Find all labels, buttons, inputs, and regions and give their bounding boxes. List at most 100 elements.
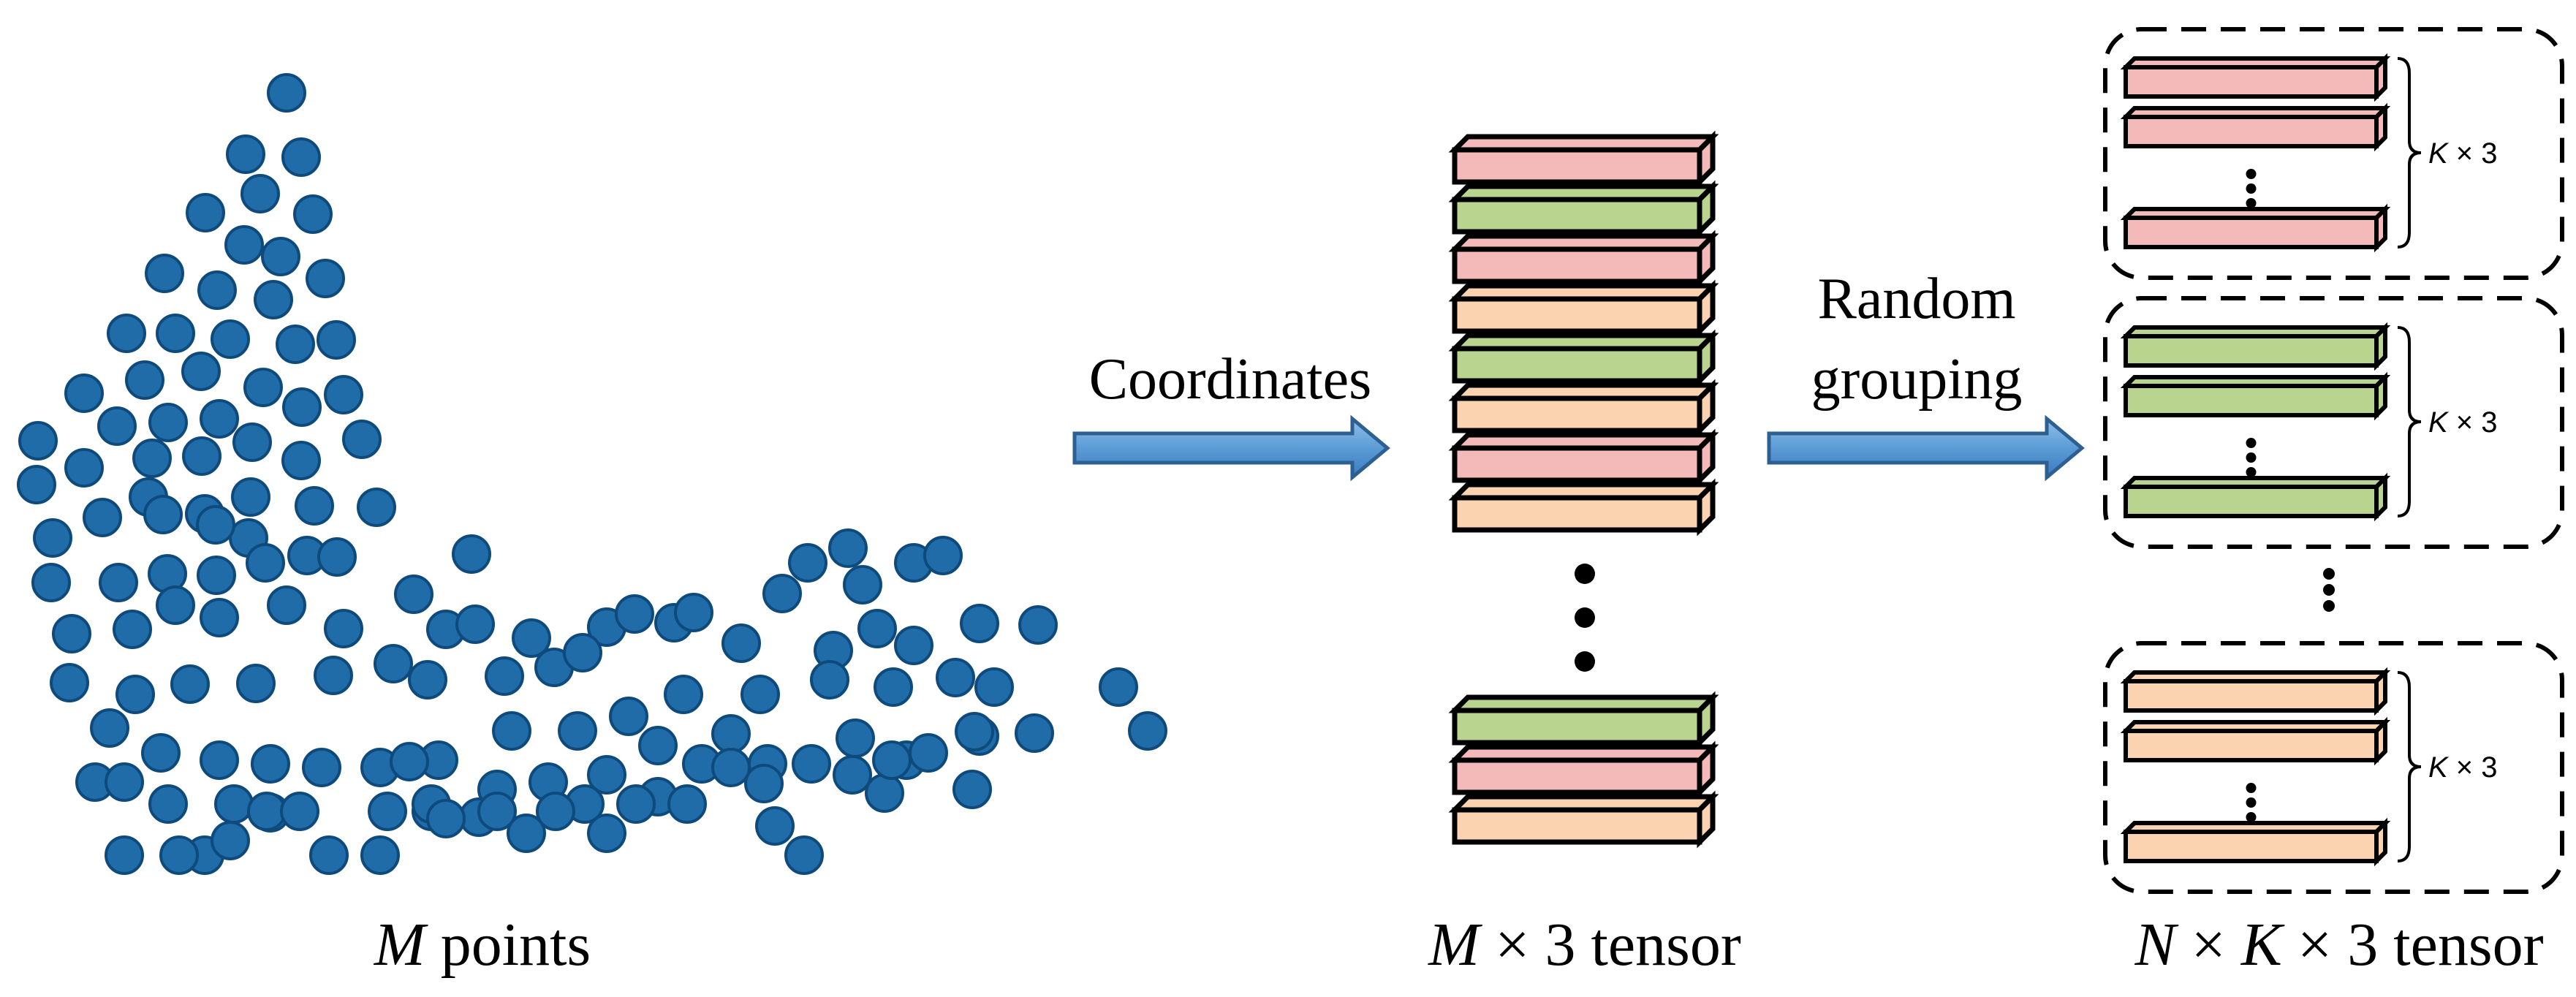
tensor-row-bar <box>1448 478 1719 537</box>
bar-front-face <box>1452 395 1702 433</box>
bar-side-face <box>1697 790 1716 849</box>
brace-var: K <box>2428 137 2450 170</box>
bar-side-face <box>1697 428 1716 487</box>
ellipsis-dot <box>2323 584 2335 596</box>
bar-top-face <box>2120 207 2391 220</box>
point <box>17 465 56 504</box>
point <box>182 436 221 476</box>
tensor-row-bar <box>1448 329 1719 387</box>
point <box>200 399 239 439</box>
bar-front-face <box>2124 115 2379 148</box>
point <box>711 714 751 754</box>
caption-word: points <box>425 911 591 979</box>
point <box>408 660 447 700</box>
bar-side-face <box>1697 180 1716 238</box>
group-brace <box>2397 326 2422 518</box>
point <box>974 667 1014 707</box>
brace-rest: × 3 <box>2448 137 2498 170</box>
bar-top-face <box>2120 106 2391 119</box>
coordinates-arrow-shape <box>1072 414 1390 482</box>
bar-front-face <box>2124 384 2379 417</box>
point <box>211 319 250 359</box>
point <box>18 421 58 460</box>
bar-side-face <box>2374 817 2387 867</box>
point <box>211 821 250 860</box>
bar-front-face <box>1452 246 1702 284</box>
point <box>254 280 293 319</box>
random-grouping-arrow-shape <box>1767 414 2085 482</box>
bar-side-face <box>1697 230 1716 288</box>
bar-front-face <box>1452 445 1702 483</box>
point <box>317 320 356 360</box>
point <box>638 726 678 765</box>
point <box>616 784 656 824</box>
bar-front-face <box>1452 495 1702 533</box>
bar-top-face <box>1448 183 1719 202</box>
point <box>455 604 495 644</box>
bar-front-face <box>2124 830 2379 863</box>
point <box>784 835 824 875</box>
point <box>1128 711 1167 751</box>
point <box>711 748 751 787</box>
point <box>50 663 89 702</box>
grouping-label: grouping <box>1811 347 2023 412</box>
point <box>226 134 265 174</box>
point <box>952 770 992 809</box>
point <box>810 660 849 700</box>
point <box>833 755 872 795</box>
point <box>105 835 144 875</box>
point <box>492 711 531 751</box>
point <box>64 448 104 488</box>
point <box>99 563 138 602</box>
point <box>843 565 882 604</box>
point <box>306 259 345 298</box>
point <box>247 792 287 831</box>
point <box>923 536 963 575</box>
point <box>293 194 333 234</box>
bar-side-face <box>2374 371 2387 421</box>
tensor-row-bar <box>1448 130 1719 189</box>
bar-side-face <box>1697 478 1716 537</box>
point <box>587 755 626 795</box>
point <box>159 835 199 875</box>
ellipsis-dot <box>1575 651 1595 672</box>
group-brace-label: K × 3 <box>2428 751 2498 784</box>
bar-top-face <box>2120 821 2391 834</box>
bar-top-face <box>1448 134 1719 153</box>
group-brace-label: K × 3 <box>2428 406 2498 439</box>
point <box>324 375 363 414</box>
point <box>200 598 239 637</box>
point <box>857 609 897 648</box>
point <box>282 387 322 427</box>
point <box>243 368 283 407</box>
point <box>148 784 188 824</box>
group-brace <box>2397 671 2422 863</box>
bar-front-face <box>1452 197 1702 235</box>
point <box>156 314 195 353</box>
point <box>145 254 184 293</box>
bar-top-face <box>1448 333 1719 352</box>
bar-side-face <box>1697 329 1716 387</box>
point <box>317 537 357 577</box>
bar-top-face <box>1448 233 1719 252</box>
point <box>563 633 602 672</box>
bar-top-face <box>1448 694 1719 713</box>
ellipsis-dot <box>2246 467 2257 477</box>
bar-front-face <box>1452 708 1702 746</box>
bar-top-face <box>1448 432 1719 451</box>
point <box>143 495 183 534</box>
point <box>587 814 626 853</box>
point <box>674 593 713 632</box>
point <box>960 604 999 643</box>
point <box>309 835 349 875</box>
point <box>485 656 524 696</box>
point <box>115 675 155 714</box>
bar-top-face <box>1448 482 1719 501</box>
point <box>240 174 280 213</box>
point <box>197 270 237 310</box>
group-3: K × 3 <box>2103 641 2564 894</box>
point <box>267 73 306 113</box>
point <box>357 488 396 527</box>
point <box>125 360 164 400</box>
point <box>828 528 868 568</box>
